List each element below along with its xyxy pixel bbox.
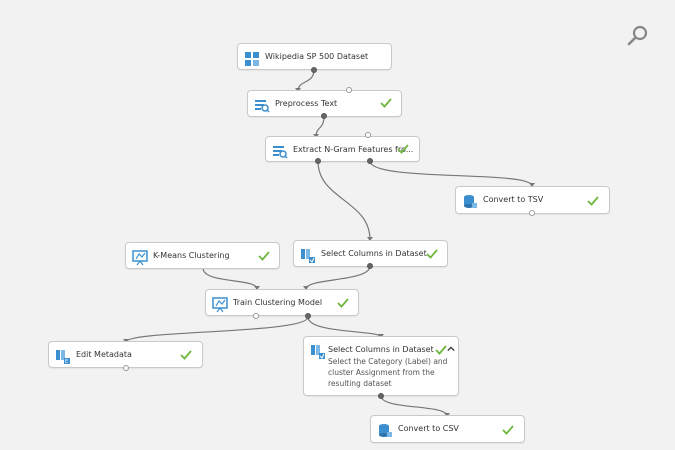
output-port[interactable] [378,393,384,399]
module-kmeans-clustering[interactable]: K-Means Clustering [125,242,280,269]
connector-n5-n7 [202,267,258,290]
output-port[interactable] [123,365,129,371]
module-label: Convert to TSV [483,195,544,204]
module-select-columns[interactable]: Select Columns in Dataset [293,240,448,267]
search-icon[interactable] [626,24,650,48]
select-columns-icon [301,249,315,263]
connector-n3-n6 [317,160,371,241]
clustering-icon [132,250,148,266]
convert-icon [464,195,477,208]
module-label: Select Columns in Dataset [321,249,427,258]
output-port[interactable] [367,263,373,269]
module-train-clustering-model[interactable]: Train Clustering Model [205,289,359,316]
module-label: Wikipedia SP 500 Dataset [265,52,369,61]
select-columns-icon [311,345,325,359]
connector-n2-n3 [315,115,325,138]
module-label: Train Clustering Model [233,298,323,307]
checkmark-icon [435,345,447,355]
checkmark-icon [258,251,270,261]
clustering-icon [212,297,228,313]
input-port[interactable] [346,87,352,93]
module-description: Select the Category (Label) and cluster … [328,357,448,388]
module-select-columns-expanded[interactable]: Select Columns in Dataset Select the Cat… [303,336,459,396]
connector-n1-n2 [297,69,315,92]
module-label: Select Columns in Dataset [328,345,434,354]
checkmark-icon [502,425,514,435]
checkmark-icon [426,249,438,259]
output-port[interactable] [367,158,373,164]
checkmark-icon [337,298,349,308]
output-port[interactable] [315,158,321,164]
text-analytics-icon [255,100,270,113]
checkmark-icon [180,350,192,360]
module-convert-to-csv[interactable]: Convert to CSV [370,415,525,443]
module-label: Extract N-Gram Features fro... [293,145,414,154]
module-edit-metadata[interactable]: E Edit Metadata [48,341,203,368]
dataset-icon [245,52,259,66]
checkmark-icon [587,196,599,206]
connector-n7-n9 [307,316,382,338]
svg-text:E: E [65,359,68,365]
module-label: Preprocess Text [275,99,338,108]
output-port[interactable] [311,67,317,73]
text-analytics-icon [273,146,288,159]
output-port[interactable] [253,313,259,319]
checkmark-icon [380,98,392,108]
connector-n6-n7 [305,265,371,290]
collapse-chevron-icon[interactable] [447,345,455,353]
connector-n9-n10 [380,395,448,417]
output-port[interactable] [529,210,535,216]
module-wikipedia-dataset[interactable]: Wikipedia SP 500 Dataset [237,43,392,70]
checkmark-icon [397,144,409,154]
output-port[interactable] [305,313,311,319]
convert-icon [379,424,392,437]
output-port[interactable] [321,113,327,119]
connector-n3-n4 [369,160,533,187]
module-extract-ngram[interactable]: Extract N-Gram Features fro... [265,136,420,162]
edit-metadata-icon: E [56,350,70,365]
module-label: Convert to CSV [398,424,459,433]
module-label: Edit Metadata [76,350,132,359]
module-label: K-Means Clustering [153,251,230,260]
connector-n7-n8 [125,316,309,343]
input-port[interactable] [365,132,371,138]
